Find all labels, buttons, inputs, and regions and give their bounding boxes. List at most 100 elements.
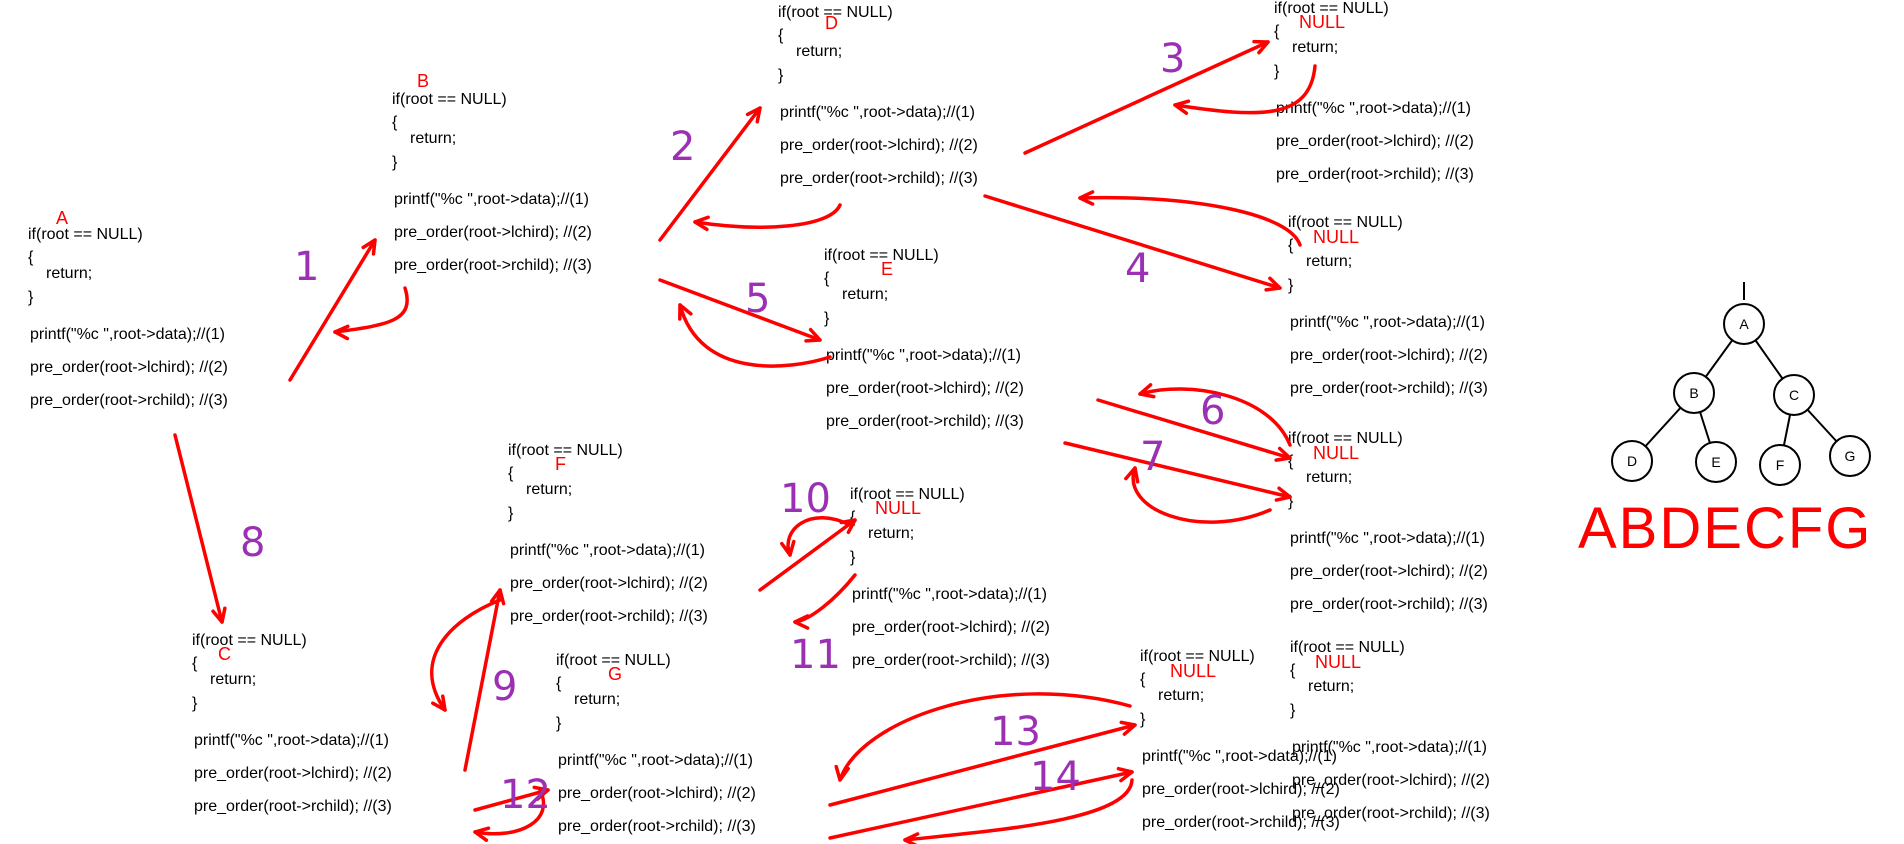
- code-line-left: pre_order(root->lchird); //(2): [1142, 781, 1340, 798]
- code-line-right: pre_order(root->rchild); //(3): [1292, 805, 1490, 822]
- code-line-close: }: [778, 67, 784, 84]
- frame-tag: D: [825, 13, 838, 33]
- arrow-11-call: [793, 573, 857, 630]
- code-line-if: if(root == NULL): [778, 4, 893, 21]
- step-number-14: 14: [1030, 754, 1081, 800]
- arrow-13-call: [828, 720, 1137, 807]
- code-line-right: pre_order(root->rchild); //(3): [1290, 596, 1488, 613]
- code-line-ret: return;: [796, 43, 842, 60]
- code-line-left: pre_order(root->lchird); //(2): [780, 137, 978, 154]
- tree-node-label: B: [1689, 385, 1698, 401]
- code-line-close: }: [28, 289, 34, 306]
- frame-tag: C: [218, 644, 231, 664]
- code-line-close: }: [1140, 711, 1146, 728]
- arrow-14-call: [828, 766, 1134, 840]
- tree-node-a: A: [1723, 303, 1765, 345]
- code-line-right: pre_order(root->rchild); //(3): [558, 818, 756, 835]
- code-line-printf: printf("%c ",root->data);//(1): [826, 347, 1021, 364]
- arrow-4-return: [1078, 190, 1302, 247]
- arrow-4-call: [983, 194, 1282, 292]
- code-line-open: {: [556, 675, 562, 692]
- code-line-printf: printf("%c ",root->data);//(1): [194, 732, 389, 749]
- code-line-close: }: [392, 154, 398, 171]
- frame-b: if(root == NULL){return;}printf("%c ",ro…: [392, 71, 592, 274]
- step-number-1: 1: [294, 244, 319, 290]
- code-line-left: pre_order(root->lchird); //(2): [558, 785, 756, 802]
- arrow-12-return: [473, 788, 546, 842]
- tree-node-g: G: [1829, 435, 1871, 477]
- tree-node-label: F: [1776, 457, 1785, 473]
- arrow-7-call: [1063, 441, 1292, 502]
- arrow-14-return: [903, 778, 1134, 844]
- code-line-if: if(root == NULL): [1290, 639, 1405, 656]
- code-line-ret: return;: [1306, 253, 1352, 270]
- code-line-if: if(root == NULL): [392, 91, 507, 108]
- tree-node-label: E: [1711, 454, 1720, 470]
- code-line-left: pre_order(root->lchird); //(2): [1292, 772, 1490, 789]
- arrow-10-call: [758, 518, 857, 592]
- frame-tag: F: [555, 454, 566, 474]
- code-line-ret: return;: [1292, 39, 1338, 56]
- code-line-right: pre_order(root->rchild); //(3): [1276, 166, 1474, 183]
- frame-tag: NULL: [1315, 652, 1361, 672]
- frame-f-null: if(root == NULL){return;}printf("%c ",ro…: [850, 486, 1050, 669]
- step-number-2: 2: [670, 124, 695, 170]
- frame-tag: NULL: [1313, 443, 1359, 463]
- code-line-printf: printf("%c ",root->data);//(1): [1290, 314, 1485, 331]
- arrow-10-return: [780, 516, 852, 557]
- code-line-left: pre_order(root->lchird); //(2): [394, 224, 592, 241]
- arrow-3-return: [1173, 64, 1317, 115]
- code-line-right: pre_order(root->rchild); //(3): [194, 798, 392, 815]
- code-line-printf: printf("%c ",root->data);//(1): [1292, 739, 1487, 756]
- arrow-1-call: [288, 238, 377, 382]
- arrow-3-call: [1023, 39, 1270, 155]
- code-line-ret: return;: [210, 671, 256, 688]
- code-line-ret: return;: [574, 691, 620, 708]
- step-number-8: 8: [240, 520, 265, 566]
- code-line-ret: return;: [1308, 678, 1354, 695]
- code-line-printf: printf("%c ",root->data);//(1): [780, 104, 975, 121]
- code-line-ret: return;: [868, 525, 914, 542]
- frame-g-null: if(root == NULL){return;}printf("%c ",ro…: [1140, 648, 1340, 831]
- code-line-if: if(root == NULL): [28, 226, 143, 243]
- frame-tag: B: [417, 71, 429, 91]
- code-line-if: if(root == NULL): [1274, 0, 1389, 17]
- code-line-right: pre_order(root->rchild); //(3): [510, 608, 708, 625]
- arrow-9-call: [463, 588, 506, 772]
- code-line-left: pre_order(root->lchird); //(2): [30, 359, 228, 376]
- traversal-result: ABDECFG: [1578, 496, 1872, 561]
- code-line-close: }: [850, 549, 856, 566]
- code-line-if: if(root == NULL): [1288, 430, 1403, 447]
- step-number-7: 7: [1140, 434, 1165, 480]
- tree-node-label: C: [1789, 387, 1799, 403]
- tree-node-label: A: [1739, 316, 1749, 332]
- arrow-7-return: [1124, 466, 1272, 524]
- code-line-right: pre_order(root->rchild); //(3): [30, 392, 228, 409]
- frame-tag: NULL: [1299, 12, 1345, 32]
- frame-tag: NULL: [1170, 661, 1216, 681]
- tree-node-e: E: [1695, 441, 1737, 483]
- step-number-13: 13: [990, 709, 1041, 755]
- code-line-left: pre_order(root->lchird); //(2): [510, 575, 708, 592]
- frame-e-left: if(root == NULL){return;}printf("%c ",ro…: [1288, 430, 1488, 613]
- code-line-close: }: [1290, 702, 1296, 719]
- code-line-close: }: [1274, 63, 1280, 80]
- code-line-open: {: [508, 465, 514, 482]
- arrow-9-return: [430, 598, 502, 712]
- code-line-open: {: [392, 114, 398, 131]
- arrow-1-return: [333, 286, 409, 341]
- code-line-open: {: [778, 27, 784, 44]
- frame-tag: NULL: [1313, 227, 1359, 247]
- code-line-printf: printf("%c ",root->data);//(1): [30, 326, 225, 343]
- code-line-if: if(root == NULL): [1140, 648, 1255, 665]
- step-number-3: 3: [1160, 36, 1185, 82]
- code-line-left: pre_order(root->lchird); //(2): [1290, 347, 1488, 364]
- frame-g: if(root == NULL){return;}printf("%c ",ro…: [556, 652, 756, 835]
- code-line-right: pre_order(root->rchild); //(3): [826, 413, 1024, 430]
- code-line-close: }: [824, 310, 830, 327]
- code-line-left: pre_order(root->lchird); //(2): [852, 619, 1050, 636]
- step-number-12: 12: [500, 772, 551, 818]
- frame-tag: G: [608, 664, 622, 684]
- code-line-close: }: [192, 695, 198, 712]
